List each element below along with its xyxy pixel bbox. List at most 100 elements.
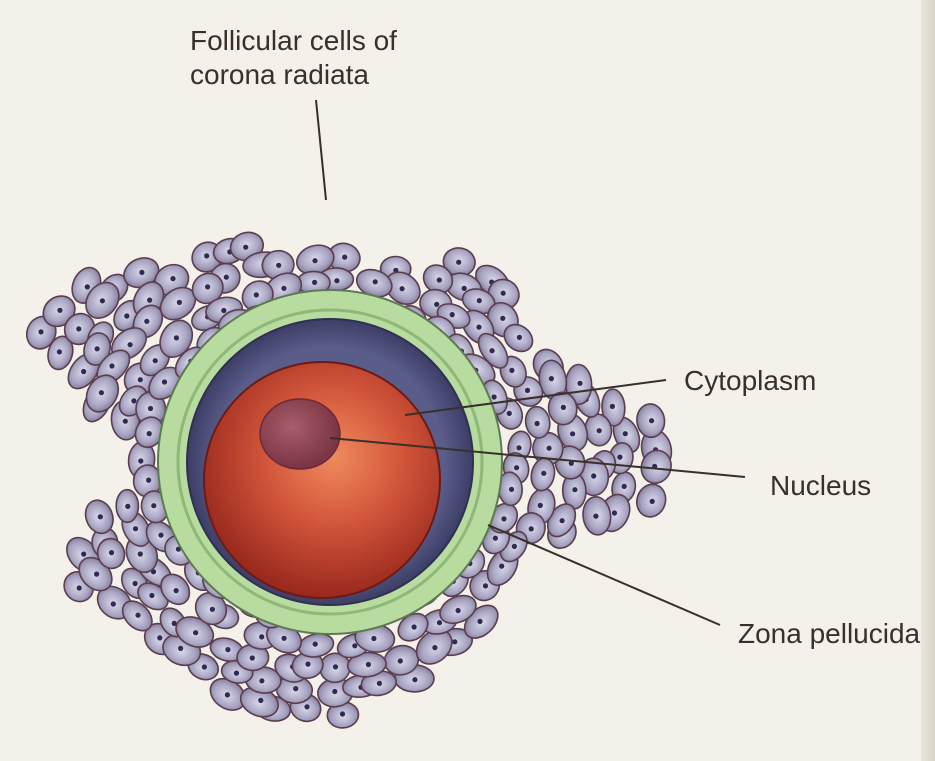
- follicular-cell-nucleus: [98, 514, 103, 519]
- follicular-cell-nucleus: [462, 286, 467, 291]
- follicular-cell-nucleus: [138, 377, 143, 382]
- follicular-cell-nucleus: [174, 335, 179, 340]
- follicular-cell-nucleus: [221, 308, 226, 313]
- follicular-cell-nucleus: [177, 300, 182, 305]
- follicular-cell-nucleus: [535, 421, 540, 426]
- follicular-cell-nucleus: [254, 292, 259, 297]
- follicular-cell-nucleus: [146, 478, 151, 483]
- follicular-cell-nucleus: [57, 349, 62, 354]
- follicular-cell-nucleus: [157, 635, 162, 640]
- follicular-cell-nucleus: [281, 286, 286, 291]
- follicular-cell-nucleus: [500, 316, 505, 321]
- follicular-cell-nucleus: [538, 503, 543, 508]
- follicular-cell-nucleus: [276, 263, 281, 268]
- follicular-cell-nucleus: [109, 550, 114, 555]
- follicular-cell-nucleus: [610, 404, 615, 409]
- follicular-cell-nucleus: [259, 634, 264, 639]
- follicular-cell-nucleus: [517, 335, 522, 340]
- follicular-cell-nucleus: [133, 581, 138, 586]
- nucleus: [260, 399, 340, 469]
- follicular-cell-nucleus: [111, 601, 116, 606]
- follicular-cell-nucleus: [509, 487, 514, 492]
- follicular-cell-nucleus: [158, 533, 163, 538]
- follicular-cell-nucleus: [499, 564, 504, 569]
- follicular-cell-nucleus: [476, 325, 481, 330]
- follicular-cell-nucleus: [560, 518, 565, 523]
- follicular-cell-nucleus: [133, 526, 138, 531]
- follicular-cell-nucleus: [434, 302, 439, 307]
- follicular-cell-nucleus: [81, 552, 86, 557]
- follicular-cell-nucleus: [541, 471, 546, 476]
- follicular-cell-nucleus: [529, 526, 534, 531]
- follicular-cell-nucleus: [135, 613, 140, 618]
- follicular-cell-nucleus: [225, 647, 230, 652]
- follicular-cell-nucleus: [490, 348, 495, 353]
- follicular-cell-nucleus: [305, 662, 310, 667]
- follicular-cell-nucleus: [76, 326, 81, 331]
- follicular-cell-nucleus: [95, 346, 100, 351]
- label-follicular-line1: Follicular cells of: [190, 24, 397, 58]
- follicular-cell-nucleus: [437, 620, 442, 625]
- follicular-cell-nucleus: [514, 465, 519, 470]
- follicular-cell-nucleus: [597, 428, 602, 433]
- follicular-cell-nucleus: [623, 431, 628, 436]
- follicular-cell-nucleus: [612, 510, 617, 515]
- follicular-cell-nucleus: [131, 398, 136, 403]
- follicular-cell-nucleus: [570, 431, 575, 436]
- follicular-cell-nucleus: [151, 503, 156, 508]
- follicular-cell-nucleus: [109, 363, 114, 368]
- follicular-cell-nucleus: [450, 312, 455, 317]
- follicular-cell-nucleus: [456, 260, 461, 265]
- follicular-cell-nucleus: [99, 390, 104, 395]
- follicular-cell-nucleus: [371, 636, 376, 641]
- follicular-cell-nucleus: [138, 458, 143, 463]
- follicular-cell-nucleus: [234, 671, 239, 676]
- follicular-cell-nucleus: [202, 664, 207, 669]
- follicular-cell-nucleus: [210, 607, 215, 612]
- follicular-cell-nucleus: [432, 645, 437, 650]
- follicular-cell-nucleus: [293, 686, 298, 691]
- follicular-cell-nucleus: [483, 583, 488, 588]
- follicular-cell-nucleus: [312, 258, 317, 263]
- follicular-cell-nucleus: [412, 677, 417, 682]
- follicular-cell-nucleus: [85, 284, 90, 289]
- follicular-cell-nucleus: [147, 431, 152, 436]
- follicular-cell-nucleus: [138, 551, 143, 556]
- label-nucleus: Nucleus: [770, 469, 871, 503]
- follicular-cell-nucleus: [81, 369, 86, 374]
- follicular-cell-nucleus: [147, 298, 152, 303]
- follicular-cell-nucleus: [561, 405, 566, 410]
- follicular-cell-nucleus: [493, 536, 498, 541]
- follicular-cell-nucleus: [334, 278, 339, 283]
- cytoplasm: [204, 362, 440, 598]
- follicular-cell-nucleus: [205, 284, 210, 289]
- follicular-cell-nucleus: [243, 245, 248, 250]
- follicular-cell-nucleus: [572, 487, 577, 492]
- follicular-cell-nucleus: [456, 608, 461, 613]
- follicular-cell-nucleus: [304, 704, 309, 709]
- follicular-cell-nucleus: [94, 572, 99, 577]
- follicular-cell-nucleus: [259, 678, 264, 683]
- follicular-cell-nucleus: [352, 643, 357, 648]
- follicular-cell-nucleus: [174, 588, 179, 593]
- label-zona-pellucida: Zona pellucida: [738, 617, 920, 651]
- follicular-cell-nucleus: [512, 544, 517, 549]
- follicular-cell-nucleus: [144, 319, 149, 324]
- follicular-cell-nucleus: [170, 276, 175, 281]
- follicular-cell-nucleus: [650, 499, 655, 504]
- follicular-cell-nucleus: [124, 313, 129, 318]
- follicular-cell-nucleus: [100, 298, 105, 303]
- leader-line-follicular: [316, 100, 326, 200]
- follicular-cell-nucleus: [250, 655, 255, 660]
- follicular-cell-nucleus: [477, 619, 482, 624]
- follicular-cell-nucleus: [148, 406, 153, 411]
- follicular-cell-nucleus: [282, 636, 287, 641]
- follicular-cell-nucleus: [516, 445, 521, 450]
- label-follicular-cells: Follicular cells of corona radiata: [190, 24, 397, 92]
- follicular-cell-nucleus: [377, 681, 382, 686]
- follicular-cell-nucleus: [123, 419, 128, 424]
- follicular-cell-nucleus: [225, 692, 230, 697]
- follicular-cell-nucleus: [617, 455, 622, 460]
- follicular-cell-nucleus: [412, 624, 417, 629]
- follicular-cell-nucleus: [452, 639, 457, 644]
